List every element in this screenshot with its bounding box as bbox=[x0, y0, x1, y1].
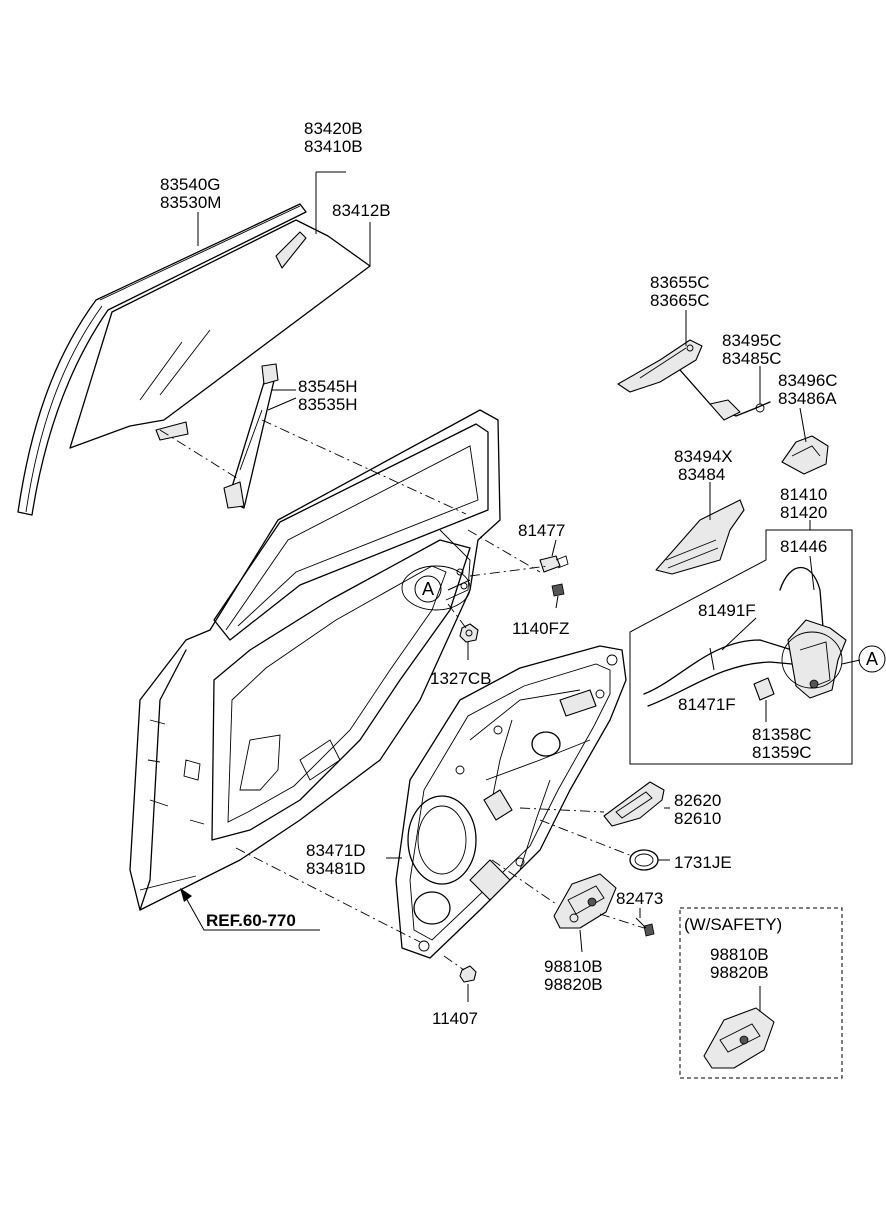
glass-run-strip[interactable] bbox=[17, 203, 307, 516]
latch-cover[interactable] bbox=[781, 435, 829, 475]
label-1327cb[interactable]: 1327CB bbox=[430, 669, 491, 688]
lock-cables[interactable] bbox=[643, 566, 825, 707]
label-83545h[interactable]: 83545H bbox=[298, 377, 358, 396]
label-83485c[interactable]: 83485C bbox=[722, 349, 782, 368]
label-safety-title: (W/SAFETY) bbox=[684, 915, 782, 934]
label-98810b[interactable]: 98810B bbox=[544, 957, 603, 976]
door-latch[interactable] bbox=[787, 619, 847, 699]
label-safety-98820b[interactable]: 98820B bbox=[710, 963, 769, 982]
label-81410[interactable]: 81410 bbox=[780, 485, 827, 504]
label-83655c[interactable]: 83655C bbox=[650, 273, 710, 292]
part-labels: 83540G 83530M 83420B 83410B 83412B 83545… bbox=[160, 119, 838, 1028]
screw-1140fz[interactable] bbox=[551, 583, 565, 597]
label-82620[interactable]: 82620 bbox=[674, 791, 721, 810]
label-81471f[interactable]: 81471F bbox=[678, 695, 736, 714]
door-panel[interactable] bbox=[129, 409, 501, 911]
lock-actuator[interactable] bbox=[753, 677, 775, 701]
label-83412b[interactable]: 83412B bbox=[332, 201, 391, 220]
outside-handle-base[interactable] bbox=[617, 339, 703, 393]
label-ref-60-770[interactable]: REF.60-770 bbox=[206, 911, 296, 930]
glass-stop bbox=[275, 231, 307, 269]
glass-holder-clip bbox=[155, 421, 189, 441]
callout-ellipse-door bbox=[401, 565, 471, 611]
label-81420[interactable]: 81420 bbox=[780, 503, 827, 522]
label-83495c[interactable]: 83495C bbox=[722, 331, 782, 350]
label-83540g[interactable]: 83540G bbox=[160, 175, 221, 194]
label-81358c[interactable]: 81358C bbox=[752, 725, 812, 744]
label-83530m[interactable]: 83530M bbox=[160, 193, 221, 212]
ref-arrow bbox=[180, 888, 320, 931]
label-83410b[interactable]: 83410B bbox=[304, 137, 363, 156]
assembly-lines bbox=[159, 419, 645, 971]
leader-lines bbox=[197, 171, 861, 1012]
label-83481d[interactable]: 83481D bbox=[306, 859, 366, 878]
label-83665c[interactable]: 83665C bbox=[650, 291, 710, 310]
mounting-bracket[interactable] bbox=[655, 499, 745, 575]
label-83471d[interactable]: 83471D bbox=[306, 841, 366, 860]
inside-handle[interactable] bbox=[603, 781, 665, 827]
label-1731je[interactable]: 1731JE bbox=[674, 853, 732, 872]
label-1140fz[interactable]: 1140FZ bbox=[512, 619, 569, 638]
label-83535h[interactable]: 83535H bbox=[298, 395, 358, 414]
door-module-regulator[interactable] bbox=[395, 645, 627, 959]
door-glass[interactable] bbox=[69, 219, 371, 449]
rear-channel[interactable] bbox=[223, 363, 279, 509]
nut-1327cb[interactable] bbox=[459, 623, 479, 643]
lock-assembly-box bbox=[629, 529, 853, 765]
window-motor[interactable] bbox=[553, 873, 617, 929]
label-81359c[interactable]: 81359C bbox=[752, 743, 812, 762]
callout-a-left-text: A bbox=[422, 579, 434, 599]
callout-a-right-text: A bbox=[866, 649, 878, 669]
screw-82473[interactable] bbox=[635, 917, 655, 937]
label-82610[interactable]: 82610 bbox=[674, 809, 721, 828]
label-safety-98810b[interactable]: 98810B bbox=[710, 945, 769, 964]
callout-ellipse-lock bbox=[781, 631, 843, 689]
label-83494x[interactable]: 83494X bbox=[674, 447, 733, 466]
label-81491f[interactable]: 81491F bbox=[698, 601, 756, 620]
label-98820b[interactable]: 98820B bbox=[544, 975, 603, 994]
safety-box bbox=[679, 907, 843, 1079]
label-83420b[interactable]: 83420B bbox=[304, 119, 363, 138]
label-11407[interactable]: 11407 bbox=[432, 1009, 478, 1028]
handle-rod[interactable] bbox=[679, 369, 771, 421]
label-83486a[interactable]: 83486A bbox=[778, 389, 837, 408]
safety-window-motor[interactable] bbox=[703, 1007, 775, 1069]
grommet-1731je[interactable] bbox=[629, 849, 659, 871]
callout-a-right: A bbox=[858, 645, 886, 673]
callout-a-left: A bbox=[414, 575, 442, 603]
label-81477[interactable]: 81477 bbox=[518, 521, 565, 540]
label-83496c[interactable]: 83496C bbox=[778, 371, 838, 390]
label-83484[interactable]: 83484 bbox=[678, 465, 725, 484]
bolt-81477[interactable] bbox=[539, 555, 569, 573]
label-82473[interactable]: 82473 bbox=[616, 889, 663, 908]
label-81446[interactable]: 81446 bbox=[780, 537, 827, 556]
